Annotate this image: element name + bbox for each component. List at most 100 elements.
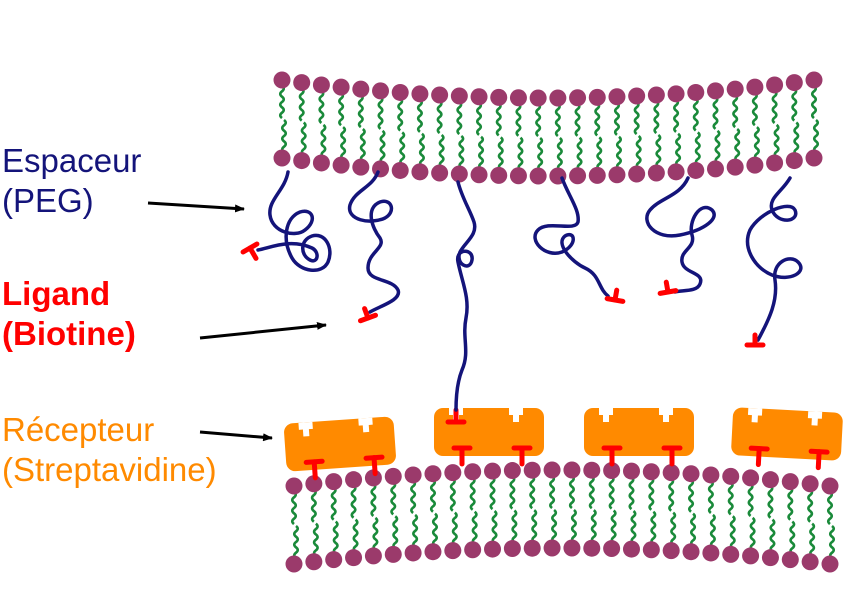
- top-lipid-tail: [694, 131, 701, 166]
- top-lipid-bilayer: [273, 71, 823, 185]
- top-lipid-head: [391, 161, 409, 179]
- bottom-lipid-head: [642, 541, 660, 559]
- bottom-lipid-bilayer: [285, 461, 839, 573]
- top-lipid-tail: [692, 97, 699, 132]
- top-lipid-head: [766, 154, 784, 172]
- bottom-lipid-head: [424, 465, 442, 483]
- bottom-lipid-head: [543, 461, 561, 479]
- top-lipid-head: [726, 158, 744, 176]
- bottom-lipid-head: [285, 555, 303, 573]
- bottom-lipid-head: [464, 463, 482, 481]
- binding-pocket: [358, 417, 373, 433]
- top-lipid-head: [372, 82, 390, 100]
- bottom-lipid-tail: [628, 476, 635, 511]
- top-lipid-head: [529, 167, 547, 185]
- top-lipid-head: [628, 165, 646, 183]
- top-lipid-head: [588, 88, 606, 106]
- top-lipid-tails: [278, 84, 820, 172]
- top-lipid-head: [647, 164, 665, 182]
- receptor-arrow: [199, 430, 273, 442]
- top-lipid-head: [391, 83, 409, 101]
- binding-pocket: [807, 411, 823, 426]
- top-lipid-tail: [397, 97, 404, 132]
- peg-spacer-1: [256, 170, 332, 272]
- top-lipid-tail: [338, 92, 345, 127]
- top-lipid-tail: [280, 118, 288, 154]
- top-lipid-head: [726, 80, 744, 98]
- bottom-lipid-tail: [670, 511, 677, 546]
- bottom-lipid-head: [563, 539, 581, 557]
- top-lipid-head: [470, 88, 488, 106]
- top-lipid-heads: [273, 71, 823, 185]
- top-lipid-head: [687, 83, 705, 101]
- top-lipid-tail: [732, 94, 739, 129]
- top-lipid-tail: [320, 123, 327, 158]
- binding-pocket: [509, 408, 523, 422]
- bottom-lipid-tail: [690, 512, 697, 547]
- bottom-lipid-tail: [828, 524, 836, 560]
- bottom-lipid-tail: [568, 474, 575, 510]
- bound-biotin: [511, 445, 533, 467]
- top-lipid-head: [706, 82, 724, 100]
- bottom-lipid-head: [384, 467, 402, 485]
- bottom-lipid-tail: [630, 510, 637, 545]
- bottom-lipid-head: [404, 544, 422, 562]
- bottom-lipid-tail: [330, 486, 337, 521]
- top-lipid-head: [667, 163, 685, 181]
- top-lipid-tail: [438, 133, 445, 169]
- top-lipid-tail: [535, 102, 542, 138]
- bottom-lipid-head: [682, 465, 700, 483]
- peg-spacer-5: [645, 176, 716, 294]
- top-lipid-tail: [379, 129, 386, 164]
- bottom-lipid-tail: [531, 509, 538, 544]
- top-lipid-tail: [377, 95, 384, 130]
- bottom-lipid-head: [722, 467, 740, 485]
- top-lipid-head: [647, 86, 665, 104]
- binding-pocket: [659, 408, 673, 422]
- bottom-lipid-head: [603, 540, 621, 558]
- top-lipid-head: [312, 154, 330, 172]
- top-lipid-tail: [554, 102, 561, 138]
- bottom-lipid-tail: [471, 510, 478, 545]
- top-lipid-head: [529, 89, 547, 107]
- top-lipid-head: [411, 163, 429, 181]
- bottom-lipid-tail: [570, 508, 577, 544]
- bottom-lipid-tail: [709, 513, 716, 548]
- bottom-lipid-head: [662, 542, 680, 560]
- top-lipid-tail: [478, 135, 485, 170]
- bottom-lipid-tail: [312, 522, 319, 557]
- bottom-lipid-tail: [412, 513, 419, 548]
- top-lipid-head: [766, 76, 784, 94]
- biotin-ligand-4: [657, 279, 679, 296]
- top-lipid-tail: [399, 131, 406, 166]
- bottom-lipid-head: [722, 545, 740, 563]
- ligand-label-line2: (Biotine): [2, 315, 136, 352]
- ligand-label: Ligand (Biotine): [2, 274, 136, 354]
- bottom-lipid-head: [662, 464, 680, 482]
- bottom-lipid-tail: [608, 475, 615, 510]
- spacer-label-line2: (PEG): [2, 182, 94, 219]
- top-lipid-tail: [278, 84, 286, 120]
- top-lipid-head: [332, 78, 350, 96]
- bottom-lipid-tail: [767, 484, 774, 519]
- tethered-bound-biotin: [445, 407, 467, 425]
- bottom-lipid-tail: [809, 522, 816, 557]
- top-lipid-head: [785, 152, 803, 170]
- top-lipid-tail: [556, 136, 563, 172]
- bottom-lipid-tail: [529, 475, 536, 510]
- top-lipid-tail: [458, 134, 465, 170]
- bottom-lipid-tail: [650, 510, 657, 545]
- top-lipid-tail: [576, 136, 583, 171]
- bottom-lipid-tail: [549, 474, 556, 510]
- top-lipid-tail: [773, 123, 780, 158]
- bottom-lipid-tail: [590, 509, 597, 544]
- top-lipid-head: [785, 74, 803, 92]
- bottom-lipid-tail: [392, 515, 399, 550]
- top-lipid-tail: [574, 102, 581, 137]
- top-lipid-tail: [340, 126, 347, 161]
- top-lipid-head: [628, 87, 646, 105]
- top-lipid-tail: [497, 136, 504, 171]
- top-lipid-tail: [594, 102, 601, 137]
- bottom-lipid-head: [702, 544, 720, 562]
